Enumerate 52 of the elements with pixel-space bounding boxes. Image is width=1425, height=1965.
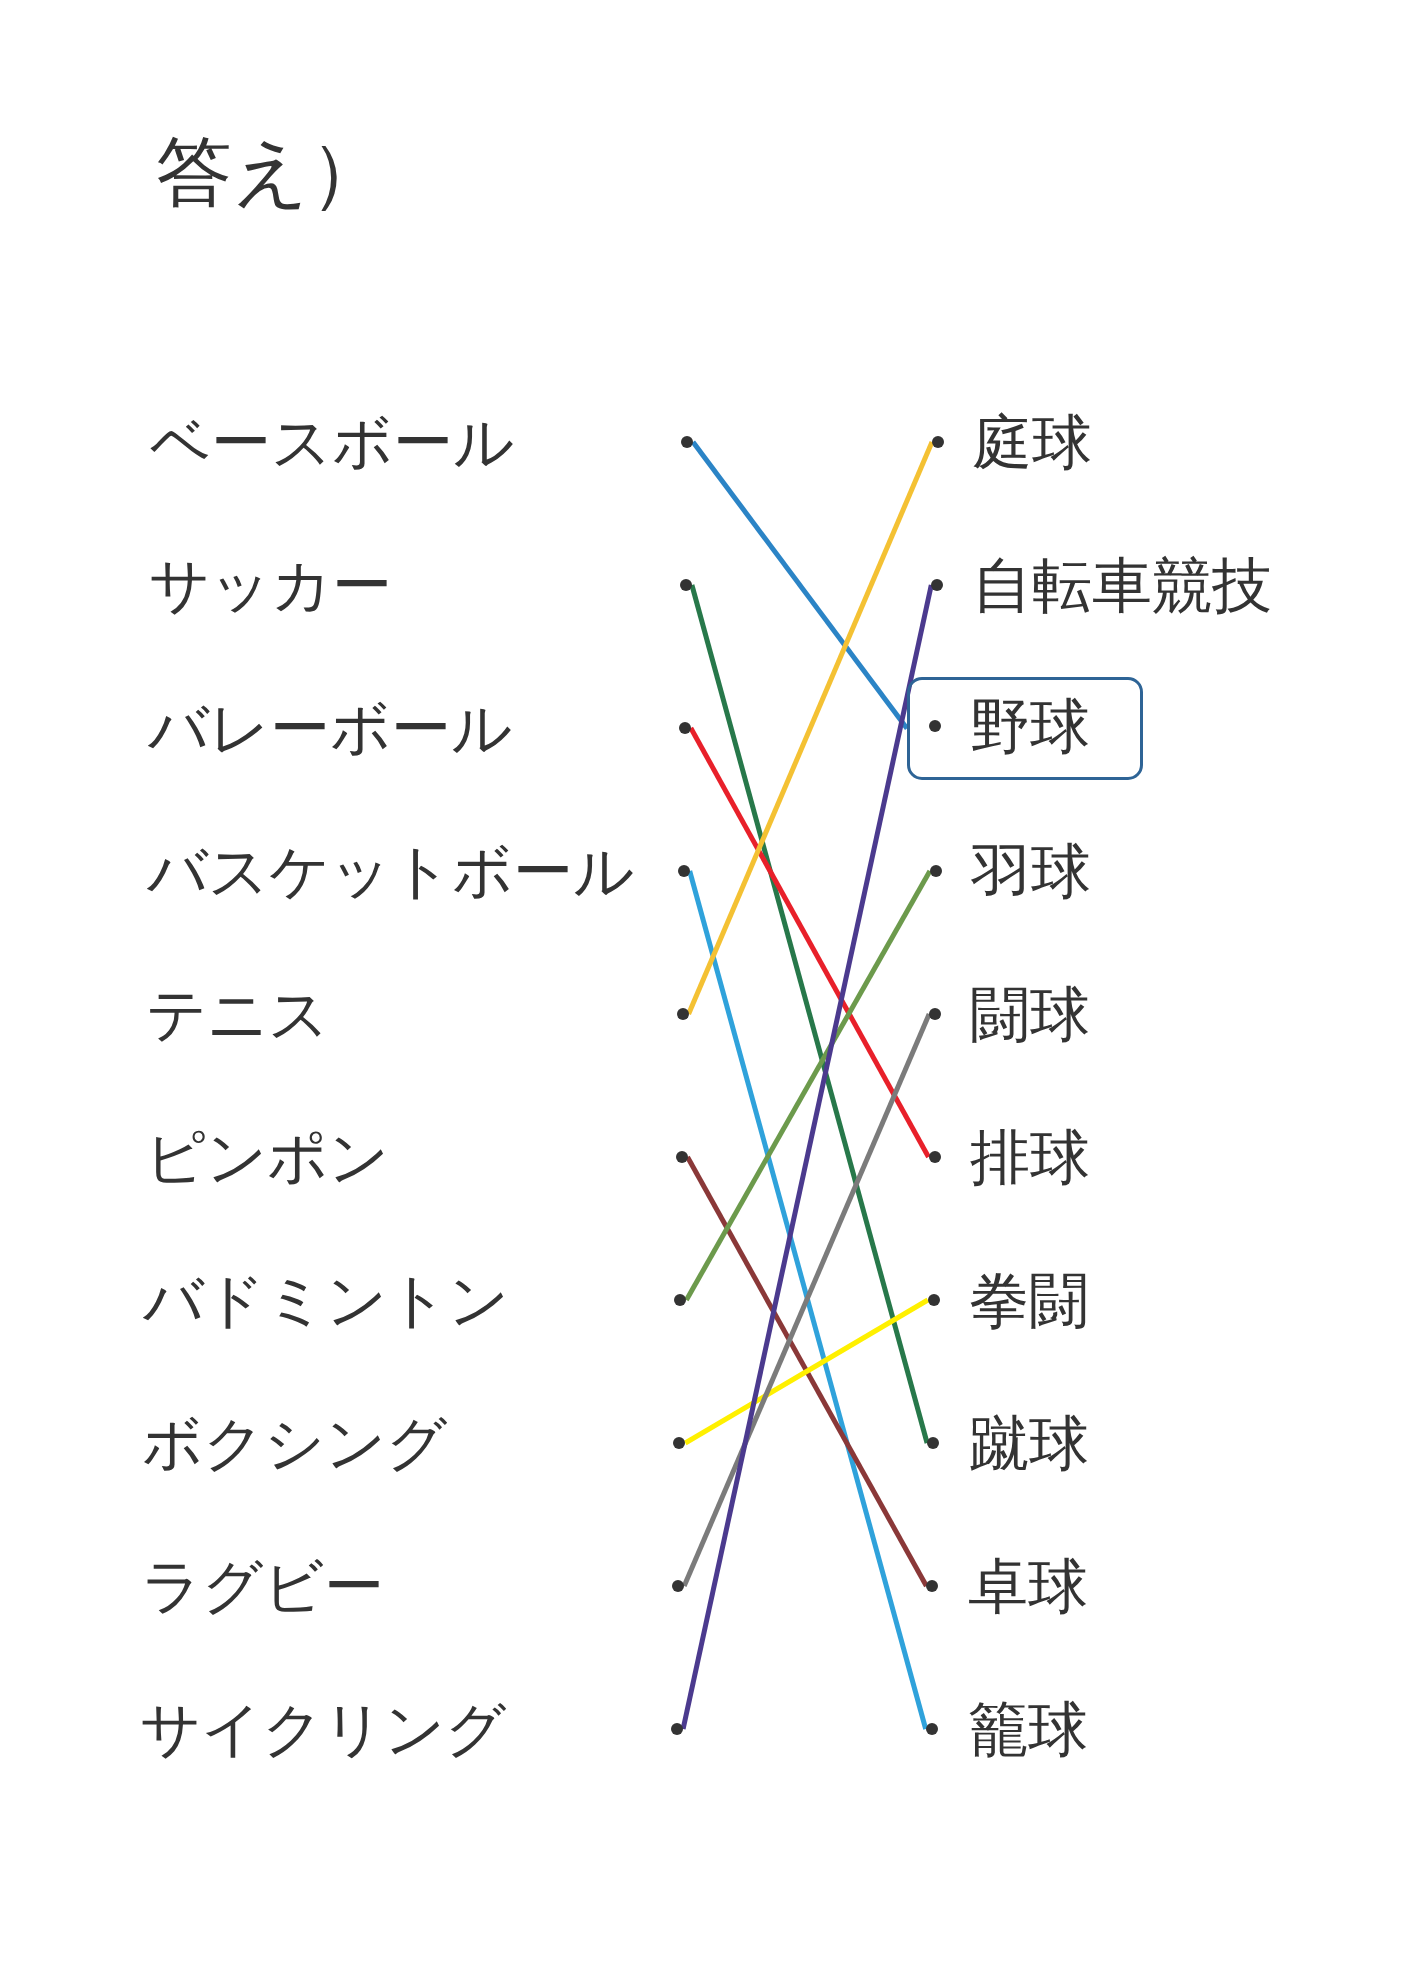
dot-icon [926,1580,939,1592]
dot-icon [671,1723,684,1735]
dot-icon [927,1294,940,1306]
dot-icon [929,1008,942,1020]
term-text: バスケットボール [146,843,634,899]
dot-icon [676,1008,689,1020]
term-text: ボクシング [142,1415,448,1471]
dot-icon [675,1151,688,1163]
connector-line [687,870,929,1730]
connector-line [680,584,934,1730]
term-text: 野球 [970,698,1090,754]
term-text: ラグビー [141,1558,385,1614]
dot-icon [681,436,693,448]
term-text: 自転車競技 [971,557,1272,613]
term-text: 蹴球 [968,1415,1089,1471]
term-text: サッカー [148,557,392,613]
term-text: 庭球 [972,414,1092,470]
connector-line [688,726,931,1159]
connector-line [684,869,933,1302]
dot-icon [672,1580,685,1592]
term-text: テニス [145,986,329,1042]
dot-icon [932,436,944,448]
dot-icon [931,579,944,591]
term-text: 拳闘 [969,1272,1089,1328]
connector-line [685,1155,929,1588]
answer-heading: 答え） [156,134,386,210]
connector-line [686,441,935,1015]
dot-icon [674,1294,687,1306]
connector-line [684,1297,930,1446]
term-text: 卓球 [968,1558,1088,1614]
term-text: バドミントン [143,1272,510,1328]
term-text: 闘球 [970,986,1090,1042]
dot-icon [678,722,691,734]
term-text: 排球 [969,1129,1090,1185]
dot-icon [925,1723,938,1735]
term-text: ピンポン [144,1129,389,1185]
connector-line [691,440,909,730]
connector-line [689,584,930,1444]
highlight-box [907,677,1143,780]
dot-icon [679,579,692,591]
term-text: サイクリング [140,1701,507,1757]
dot-icon [677,865,690,877]
term-text: バレーボール [147,700,512,756]
connector-line [681,1013,932,1587]
dot-icon [928,1151,941,1163]
term-text: ベースボール [150,414,514,470]
dot-icon [929,865,942,877]
term-text: 籠球 [967,1701,1088,1757]
dot-icon [927,1437,940,1449]
dot-icon [929,720,941,732]
term-text: 羽球 [970,843,1091,899]
dot-icon [673,1437,686,1449]
